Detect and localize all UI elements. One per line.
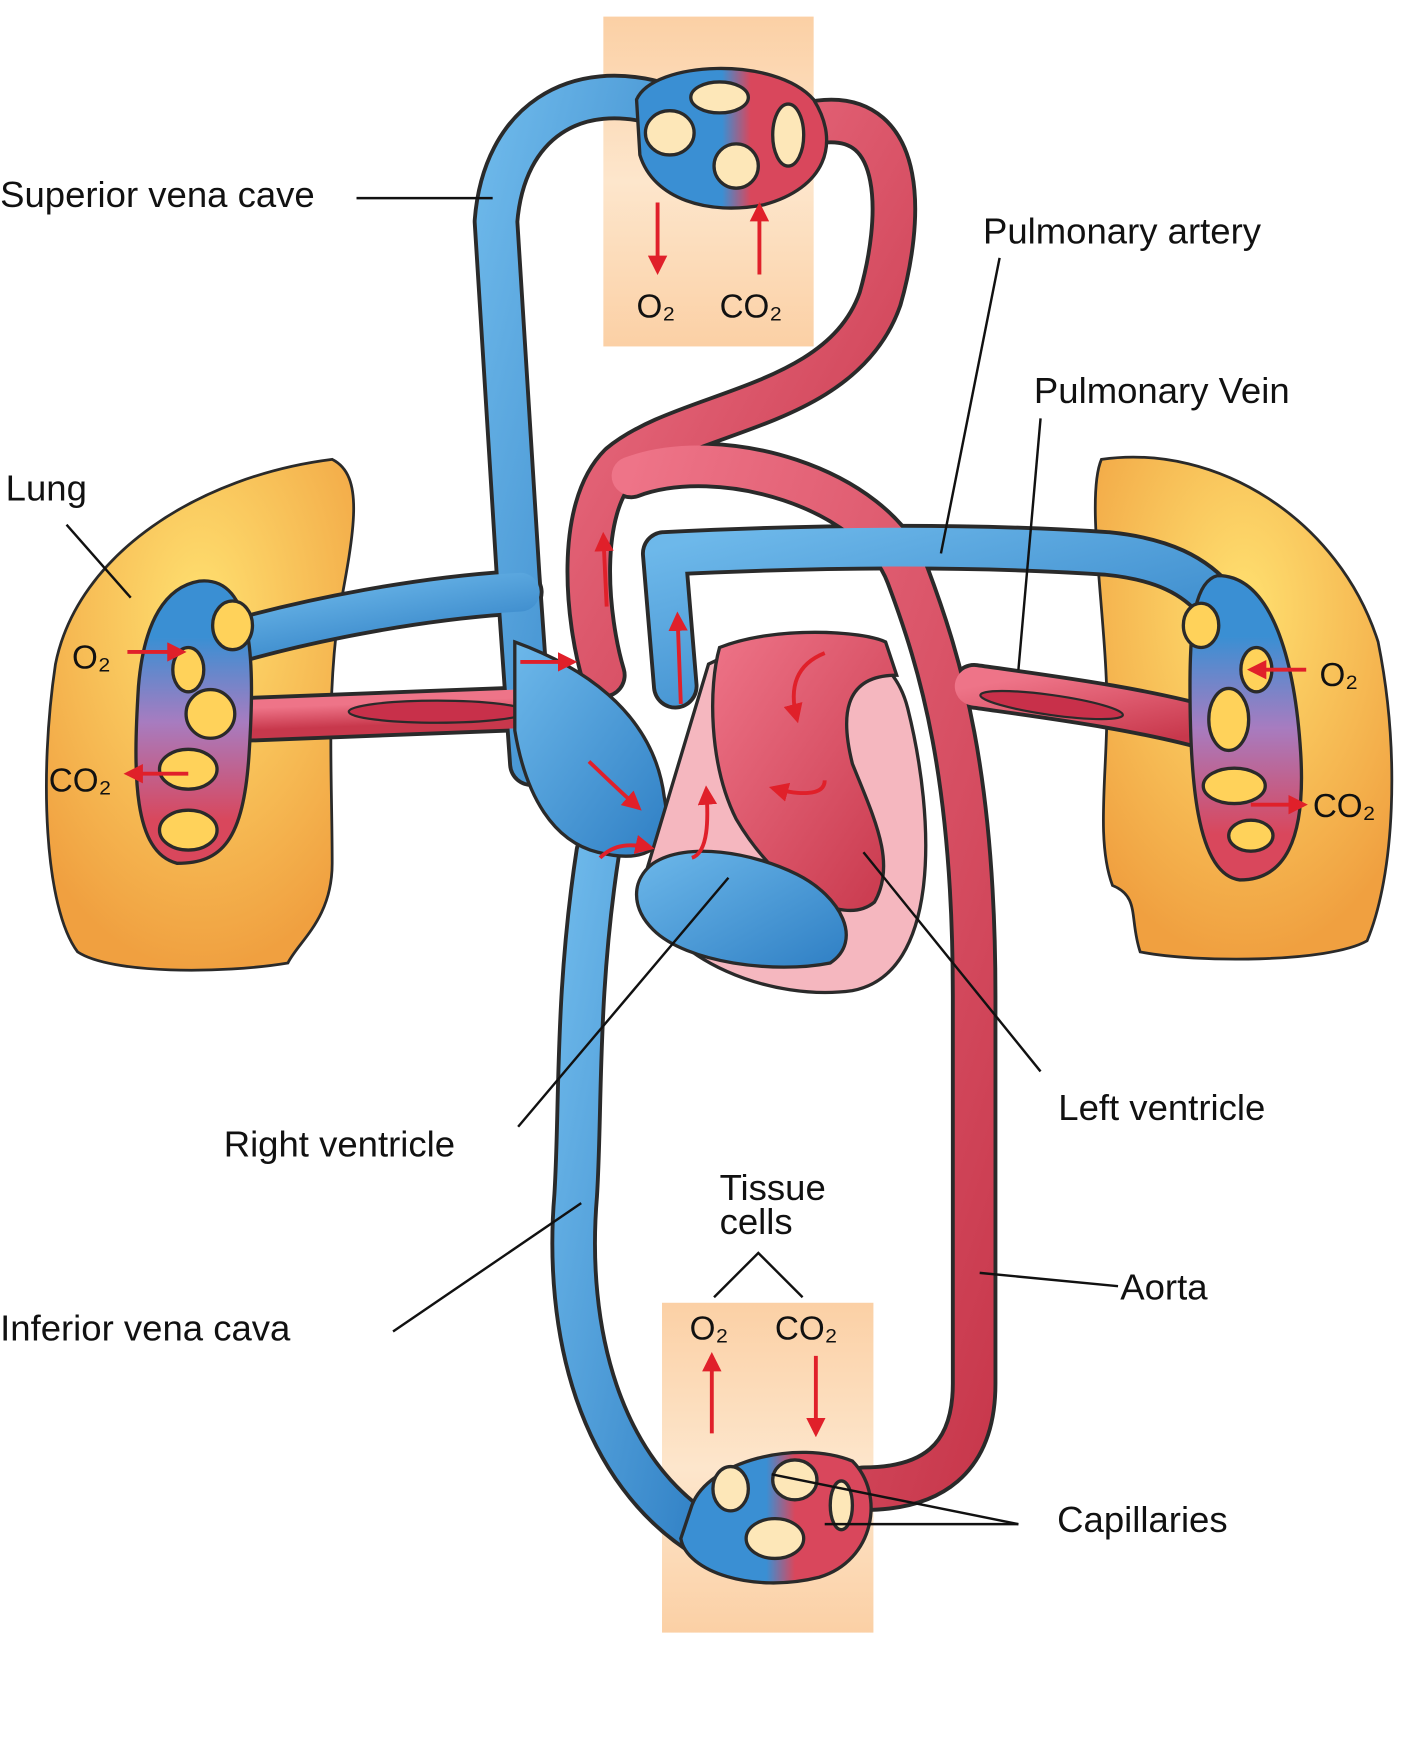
- gas-left-lung-co2: CO₂: [49, 762, 112, 799]
- flow-arrows: [123, 202, 1308, 1438]
- label-right-ventricle: Right ventricle: [224, 1124, 455, 1165]
- label-inferior-vena-cava: Inferior vena cava: [0, 1307, 291, 1348]
- gas-right-lung-o2: O₂: [1319, 657, 1358, 694]
- gas-top-co2: CO₂: [720, 289, 783, 326]
- gas-right-lung-co2: CO₂: [1313, 788, 1376, 825]
- pulmonary-vein-lumen-right: [979, 689, 1124, 721]
- leader-lines: [65, 196, 1119, 1526]
- lung-capillary-bed: [634, 66, 829, 210]
- label-tissue-cells-line2: cells: [720, 1201, 793, 1242]
- label-aorta: Aorta: [1120, 1266, 1208, 1307]
- label-capillaries: Capillaries: [1057, 1499, 1227, 1540]
- pulmonary-vein-top: [569, 101, 914, 695]
- right-ventricle: [634, 849, 848, 969]
- pulmonary-vein-lumen-left: [347, 699, 527, 724]
- label-pulmonary-vein: Pulmonary Vein: [1034, 370, 1290, 411]
- label-left-ventricle: Left ventricle: [1058, 1087, 1265, 1128]
- left-ventricle: [711, 630, 899, 913]
- gas-tissue-o2: O₂: [690, 1310, 729, 1347]
- label-superior-vena-cava: Superior vena cave: [0, 174, 315, 215]
- label-lung: Lung: [6, 467, 87, 508]
- aorta: [611, 445, 994, 1509]
- pulmonary-artery: [644, 527, 1238, 706]
- inferior-vena-cava: [554, 832, 728, 1558]
- left-lung-capillaries: [134, 579, 255, 866]
- gas-tissue-co2: CO₂: [775, 1310, 838, 1347]
- gas-left-lung-o2: O₂: [72, 640, 111, 677]
- left-pulmonary-artery: [213, 572, 540, 662]
- label-tissue-cells-line1: Tissue: [720, 1167, 826, 1208]
- label-pulmonary-artery: Pulmonary artery: [983, 211, 1262, 252]
- gas-top-o2: O₂: [637, 289, 676, 326]
- superior-vena-cava: [476, 77, 684, 784]
